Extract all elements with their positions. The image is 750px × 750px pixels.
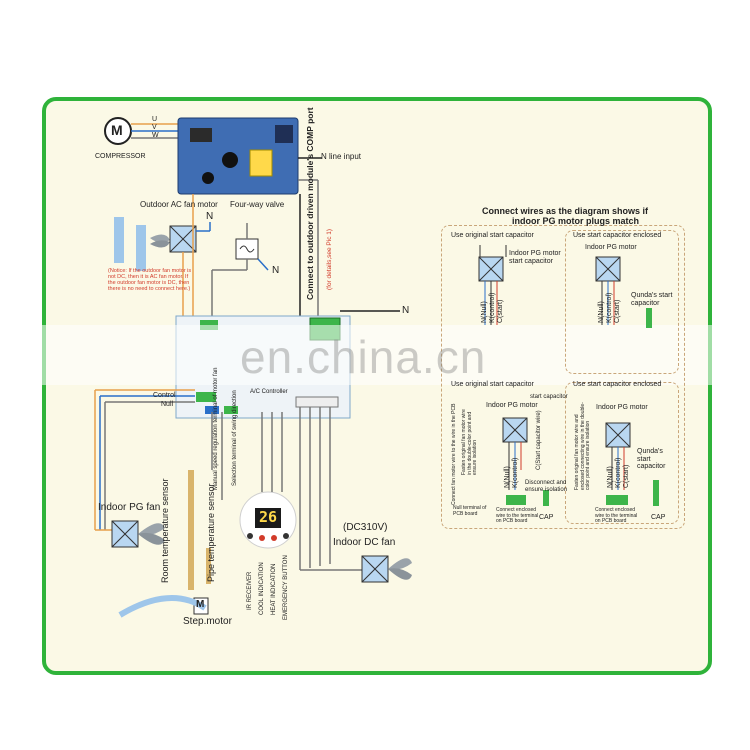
card-top-right-motor: [595, 256, 652, 328]
dc310v-label: (DC310V): [343, 522, 388, 533]
notice-label: (Notice: If the outdoor fan motor is not…: [108, 268, 192, 293]
see-pic-label: (for details,see Pic 1): [326, 228, 333, 290]
phase-u-label: U: [152, 116, 158, 123]
use-enclosed-label-2: Use start capacitor enclosed: [573, 381, 662, 388]
watermark-band: [0, 325, 750, 385]
ir-receiver-label: IR RECEIVER: [247, 571, 253, 610]
n-null-a: N(Null): [481, 301, 488, 323]
inner-card-right-bottom: [565, 382, 679, 524]
outdoor-ac-fan-motor-label: Outdoor AC fan motor: [140, 200, 218, 209]
c-start-d: C(start): [623, 464, 630, 488]
connect-fan-motor-label: Connect fan motor wire to the wire in th…: [451, 403, 457, 505]
inner-card-right-top: [565, 230, 679, 374]
k-control-d: K(control): [615, 457, 622, 488]
n-line-input-label: N line input: [321, 152, 362, 161]
connect-wires-panel: [441, 225, 685, 529]
outdoor-fan-blades: [114, 217, 170, 271]
pipe-temperature-sensor-label: Pipe temperature sensor: [206, 483, 216, 582]
heat-indication-label: HEAT INDICATION: [271, 563, 277, 615]
start-capacitor-label-b: start capacitor: [530, 394, 568, 400]
k-control-c: K(control): [512, 457, 519, 488]
selection-terminal-label: Selection terminal of swing direction: [232, 390, 238, 486]
compressor-motor-label: M: [111, 122, 123, 138]
qundas-start-cap-label-1: Qunda's start capacitor: [631, 292, 673, 307]
phase-w-label: W: [152, 132, 159, 139]
step-motor-m-label: M: [196, 599, 205, 610]
n-label-fan: N: [206, 211, 214, 222]
pipe-temperature-sensor: [206, 548, 211, 584]
four-way-valve-label: Four-way valve: [230, 200, 285, 209]
connect-enclosed-label-2: Connect enclosed wire to the terminal on…: [595, 507, 638, 524]
compressor-label: COMPRESSOR: [95, 153, 146, 160]
manual-speed-label: Manual speed regulation terminal of moto…: [213, 367, 219, 490]
n-null-c: N(Null): [504, 466, 511, 488]
n-label-right: N: [402, 305, 410, 316]
connect-wires-title-1: Connect wires as the diagram shows if: [482, 206, 649, 216]
watermark: en.china.cn: [240, 331, 487, 383]
cap-label-2: CAP: [651, 514, 666, 521]
use-original-label-2: Use original start capacitor: [451, 381, 534, 388]
use-enclosed-label-1: Use start capacitor enclosed: [573, 232, 662, 239]
connect-wires-title-2: indoor PG motor plugs match: [512, 216, 640, 226]
c-start-b: C(start): [614, 299, 621, 323]
indoor-pg-motor-label-b: Indoor PG motor: [486, 402, 538, 409]
fasten-original-label-2: Fasten original fan motor wire and enclo…: [574, 402, 591, 490]
cool-indication-label: COOL INDICATION: [259, 562, 265, 615]
use-original-label-1: Use original start capacitor: [451, 232, 534, 239]
fasten-original-label: Fasten original fan motor wire in the do…: [461, 409, 478, 475]
null-terminal-label: Null terminal of PCB board: [453, 505, 487, 517]
card-bottom-right-motor: [605, 422, 659, 506]
indoor-pg-motor-label-a: Indoor PG motor: [585, 244, 637, 251]
card-bottom-left-motor: [502, 417, 549, 506]
control-label: Control: [153, 392, 176, 399]
phase-v-label: V: [152, 124, 157, 131]
n-null-b: N(Null): [598, 301, 605, 323]
step-motor-label: Step.motor: [183, 616, 232, 627]
connect-enclosed-label-1: Connect enclosed wire to the terminal on…: [496, 507, 539, 524]
room-temperature-sensor: [188, 470, 194, 590]
indoor-pg-fan-label: Indoor PG fan: [98, 502, 161, 513]
n-label-valve: N: [272, 265, 280, 276]
cap-label-1: CAP: [539, 514, 554, 521]
indoor-pg-motor-start-cap-label: Indoor PG motor start capacitor: [509, 250, 561, 265]
room-temperature-sensor-label: Room temperature sensor: [160, 478, 170, 583]
display-value: 26: [259, 508, 278, 526]
n-null-d: N(Null): [607, 466, 614, 488]
emergency-button-label: EMERGENCY BUTTON: [283, 555, 289, 620]
c-start-a: C(start): [497, 299, 504, 323]
null-label: Null: [161, 401, 174, 408]
k-control-a: K(control): [489, 292, 496, 323]
indoor-pg-motor-label-c: Indoor PG motor: [596, 404, 648, 411]
indoor-dc-fan-label: Indoor DC fan: [333, 537, 396, 548]
card-top-left-motor: [478, 245, 507, 325]
k-control-b: K(control): [606, 292, 613, 323]
ac-controller-label: A/C Controller: [250, 389, 288, 395]
disconnect-label: Disconnect and ensure isolation: [525, 480, 568, 493]
connect-outdoor-label: Connect to outdoor driven module's COMP …: [305, 107, 315, 300]
qundas-start-cap-label-2: Qunda's start capacitor: [637, 448, 666, 471]
c-start-capacitor-wire-c: C(Start capacitor wire): [536, 410, 542, 470]
